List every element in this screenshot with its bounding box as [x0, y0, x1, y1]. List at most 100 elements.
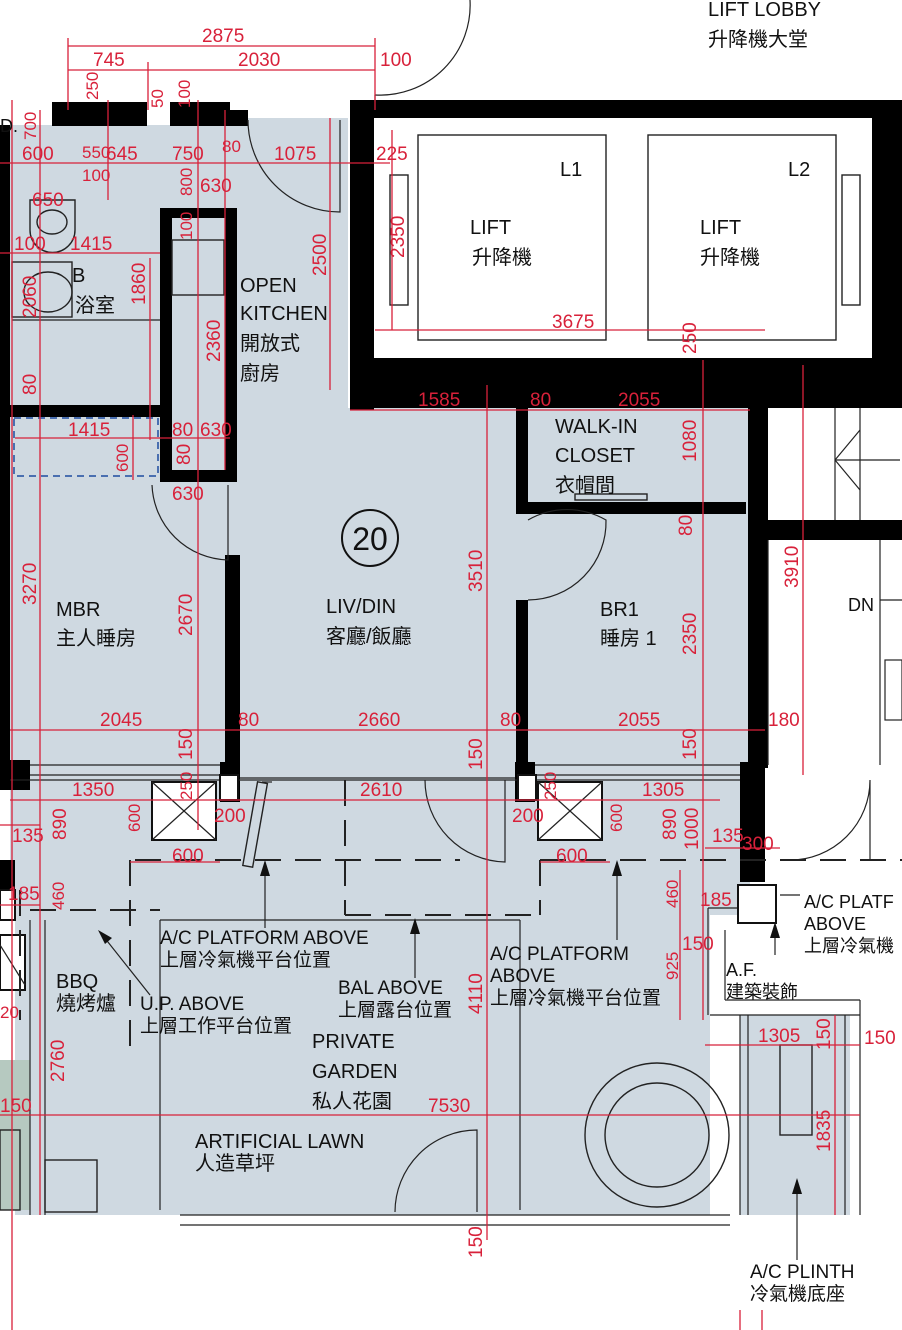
dim-text: 135 [12, 826, 44, 847]
mbr-zh: 主人睡房 [56, 627, 136, 650]
ac-platform-2-zh: 上層冷氣機平台位置 [490, 987, 661, 1009]
room-fills [0, 118, 850, 1215]
lift1-tag: L1 [560, 159, 582, 181]
closet-en2: CLOSET [555, 445, 635, 467]
arrowhead-plinth [792, 1178, 802, 1194]
dim-text: 2670 [176, 594, 197, 636]
dim-text: 925 [663, 952, 682, 980]
dim-text: 150 [0, 1096, 32, 1117]
dim-text: 460 [49, 882, 68, 910]
ac-plinth-zh: 冷氣機底座 [750, 1283, 845, 1305]
lift2-en: LIFT [700, 217, 741, 239]
ac-platform-2-en1: A/C PLATFORM [490, 944, 629, 965]
dim-text: 100 [380, 50, 412, 71]
dim-text: 100 [175, 80, 194, 108]
dim-text: 80 [174, 444, 195, 465]
dim-text: 185 [8, 884, 40, 905]
dim-text: 3510 [466, 550, 487, 592]
dim-text: 1585 [418, 390, 460, 411]
unit-number-circle [341, 509, 399, 567]
edge-d-label: D. [0, 116, 18, 136]
walls [0, 100, 902, 890]
dim-text: 2045 [100, 710, 142, 731]
dim-text: 7530 [428, 1096, 470, 1117]
livdin-zh: 客廳/飯廳 [326, 625, 412, 648]
br1-zh: 睡房 1 [600, 627, 657, 650]
dim-text: 2350 [388, 216, 409, 258]
arrowhead-ac3 [770, 922, 780, 938]
dim-text: 600 [113, 444, 132, 472]
dim-text: 150 [466, 1226, 487, 1258]
dim-text: 1415 [70, 234, 112, 255]
lift2-zh: 升降機 [700, 246, 760, 269]
af-zh: 建築裝飾 [726, 982, 798, 1002]
kitchen-en2: KITCHEN [240, 303, 328, 325]
dim-text: 2060 [20, 276, 41, 318]
dim-text: 150 [864, 1028, 896, 1049]
bal-above-en: BAL ABOVE [338, 978, 443, 999]
arrowhead-bal [410, 918, 420, 934]
dim-text: 100 [177, 212, 196, 240]
dim-text: 50 [148, 89, 167, 108]
dim-text: 600 [607, 804, 626, 832]
mbr-en: MBR [56, 599, 100, 621]
lawn-zh: 人造草坪 [195, 1152, 275, 1175]
door-swings [151, 119, 871, 1213]
lift2-tag: L2 [788, 159, 810, 181]
lawn-en: ARTIFICIAL LAWN [195, 1131, 364, 1153]
dim-text: 600 [556, 846, 588, 867]
lift-cars [389, 134, 861, 341]
lift1-en: LIFT [470, 217, 511, 239]
dim-text: 600 [125, 804, 144, 832]
dim-text: 100 [82, 166, 110, 185]
dim-text: 250 [680, 322, 701, 354]
dim-text: 4110 [466, 973, 487, 1014]
dim-text: 745 [93, 50, 125, 71]
dim-text: 150 [682, 934, 714, 955]
ac-platform-3-zh: 上層冷氣機 [804, 936, 894, 956]
dimension-labels: 2875 745 2030 100 250 50 100 700 600 550… [0, 26, 896, 1258]
dim-text: 600 [172, 846, 204, 867]
dim-text: 800 [177, 168, 196, 196]
unit-number: 20 [352, 521, 388, 557]
up-above-zh: 上層工作平台位置 [140, 1015, 292, 1037]
dim-text: 1860 [129, 263, 150, 305]
dim-text: 300 [742, 834, 774, 855]
dim-text: 1305 [642, 780, 684, 801]
dim-text: 80 [238, 710, 259, 731]
dim-text: 1415 [68, 420, 110, 441]
dim-text: 20 [0, 1003, 19, 1022]
dim-text: 3270 [20, 563, 41, 605]
kitchen-zh2: 廚房 [240, 361, 280, 385]
dim-text: 80 [222, 137, 241, 156]
dim-text: 890 [660, 808, 681, 840]
dim-text: 1835 [814, 1110, 835, 1152]
ac-platform-1-zh: 上層冷氣機平台位置 [160, 949, 331, 971]
dim-text: 250 [541, 772, 560, 800]
garden-en2: GARDEN [312, 1061, 398, 1083]
dim-text: 2660 [358, 710, 400, 731]
ac-platform-2-en2: ABOVE [490, 966, 555, 987]
dim-text: 80 [530, 390, 551, 411]
dim-text: 80 [20, 374, 41, 395]
dim-text: 250 [177, 772, 196, 800]
lift-lobby-en: LIFT LOBBY [708, 0, 821, 21]
dimension-lines [0, 38, 860, 1330]
dim-text: 2360 [204, 320, 225, 362]
annotations: D. A/C PLATFORM ABOVE 上層冷氣機平台位置 BAL ABOV… [0, 116, 894, 1305]
dim-text: 135 [712, 826, 744, 847]
dim-text: 645 [106, 144, 138, 165]
dim-text: 150 [814, 1018, 835, 1050]
dim-text: 750 [172, 144, 204, 165]
bath-en: B [72, 265, 85, 287]
dim-text: 100 [14, 234, 46, 255]
garden-zh: 私人花園 [312, 1090, 392, 1113]
bbq-en: BBQ [56, 971, 98, 993]
bath-zh: 浴室 [75, 294, 115, 317]
above-outlines [19, 780, 902, 1060]
af-en: A.F. [726, 960, 757, 980]
dim-text: 1080 [680, 420, 701, 462]
dim-text: 630 [200, 176, 232, 197]
dim-text: 80 [172, 420, 193, 441]
